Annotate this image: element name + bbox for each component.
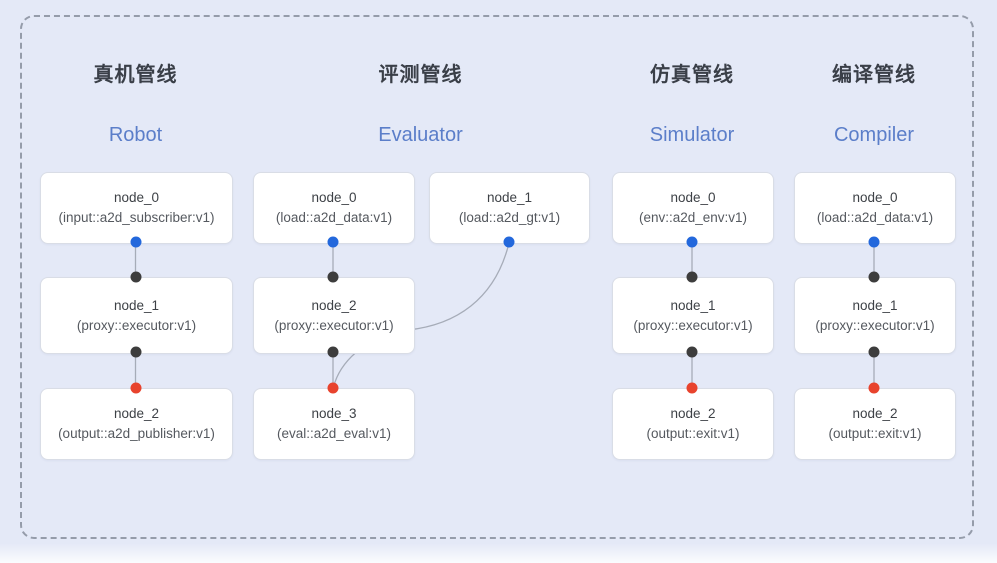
input-port-dot-red bbox=[686, 382, 698, 394]
node-subtitle: (output::a2d_publisher:v1) bbox=[58, 426, 215, 441]
node-title: node_0 bbox=[670, 190, 716, 205]
input-port-dot-black bbox=[327, 271, 339, 283]
node-box-compiler-node2: node_2 (output::exit:v1) bbox=[794, 388, 956, 460]
node-title: node_2 bbox=[113, 406, 160, 421]
input-port-dot-red bbox=[130, 382, 141, 394]
node-subtitle: (load::a2d_data:v1) bbox=[275, 210, 393, 225]
pipeline-title-zh-evaluator: 评测管线 bbox=[378, 64, 463, 86]
node-box-simulator-node2: node_2 (output::exit:v1) bbox=[612, 388, 774, 460]
node-title: node_1 bbox=[852, 297, 898, 313]
pipeline-title-en-simulator: Simulator bbox=[649, 124, 735, 146]
input-port-dot-red bbox=[327, 382, 339, 394]
output-port-dot-black bbox=[686, 346, 698, 358]
node-title: node_2 bbox=[311, 297, 357, 313]
node-title: node_0 bbox=[311, 190, 357, 205]
pipeline-title-zh-simulator: 仿真管线 bbox=[650, 64, 734, 86]
node-box-simulator-node1: node_1 (proxy::executor:v1) bbox=[612, 277, 774, 354]
node-title: node_1 bbox=[113, 297, 160, 313]
node-title: node_2 bbox=[670, 406, 716, 421]
pipeline-title-zh-robot: 真机管线 bbox=[93, 64, 178, 86]
node-subtitle: (input::a2d_subscriber:v1) bbox=[58, 210, 215, 225]
node-subtitle: (output::exit:v1) bbox=[646, 426, 740, 441]
node-title: node_2 bbox=[852, 406, 898, 421]
node-subtitle: (env::a2d_env:v1) bbox=[638, 210, 748, 225]
node-box-evaluator-node2: node_2 (proxy::executor:v1) bbox=[253, 277, 415, 354]
node-box-simulator-node0: node_0 (env::a2d_env:v1) bbox=[612, 172, 774, 244]
output-port-dot-blue bbox=[503, 236, 515, 248]
input-port-dot-black bbox=[686, 271, 698, 283]
node-subtitle: (output::exit:v1) bbox=[828, 426, 922, 441]
node-title: node_0 bbox=[852, 190, 898, 205]
node-box-evaluator-node1: node_1 (load::a2d_gt:v1) bbox=[429, 172, 590, 244]
pipeline-title-en-evaluator: Evaluator bbox=[378, 124, 463, 146]
node-subtitle: (proxy::executor:v1) bbox=[815, 317, 935, 333]
node-box-robot-node1: node_1 (proxy::executor:v1) bbox=[40, 277, 233, 354]
node-title: node_0 bbox=[113, 190, 160, 205]
node-box-robot-node2: node_2 (output::a2d_publisher:v1) bbox=[40, 388, 233, 460]
node-box-compiler-node0: node_0 (load::a2d_data:v1) bbox=[794, 172, 956, 244]
node-subtitle: (proxy::executor:v1) bbox=[274, 317, 394, 333]
input-port-dot-red bbox=[868, 382, 880, 394]
input-port-dot-black bbox=[868, 271, 880, 283]
output-port-dot-blue bbox=[130, 236, 141, 248]
output-port-dot-black bbox=[130, 346, 141, 358]
node-box-evaluator-node3: node_3 (eval::a2d_eval:v1) bbox=[253, 388, 415, 460]
node-title: node_1 bbox=[670, 297, 716, 313]
output-port-dot-black bbox=[868, 346, 880, 358]
node-subtitle: (eval::a2d_eval:v1) bbox=[276, 426, 392, 441]
node-box-evaluator-node0: node_0 (load::a2d_data:v1) bbox=[253, 172, 415, 244]
input-port-dot-black bbox=[130, 271, 141, 283]
pipeline-title-en-compiler: Compiler bbox=[833, 124, 915, 146]
output-port-dot-blue bbox=[686, 236, 698, 248]
output-port-dot-black bbox=[327, 346, 339, 358]
node-box-compiler-node1: node_1 (proxy::executor:v1) bbox=[794, 277, 956, 354]
pipeline-group-frame bbox=[20, 15, 974, 539]
output-port-dot-blue bbox=[327, 236, 339, 248]
output-port-dot-blue bbox=[868, 236, 880, 248]
pipeline-title-zh-compiler: 编译管线 bbox=[832, 64, 916, 86]
node-subtitle: (proxy::executor:v1) bbox=[633, 317, 753, 333]
node-title: node_1 bbox=[486, 190, 533, 205]
node-title: node_3 bbox=[311, 406, 357, 421]
node-subtitle: (load::a2d_data:v1) bbox=[816, 210, 934, 225]
pipeline-title-en-robot: Robot bbox=[108, 124, 163, 146]
node-subtitle: (proxy::executor:v1) bbox=[76, 317, 197, 333]
node-box-robot-node0: node_0 (input::a2d_subscriber:v1) bbox=[40, 172, 233, 244]
node-subtitle: (load::a2d_gt:v1) bbox=[458, 210, 561, 225]
